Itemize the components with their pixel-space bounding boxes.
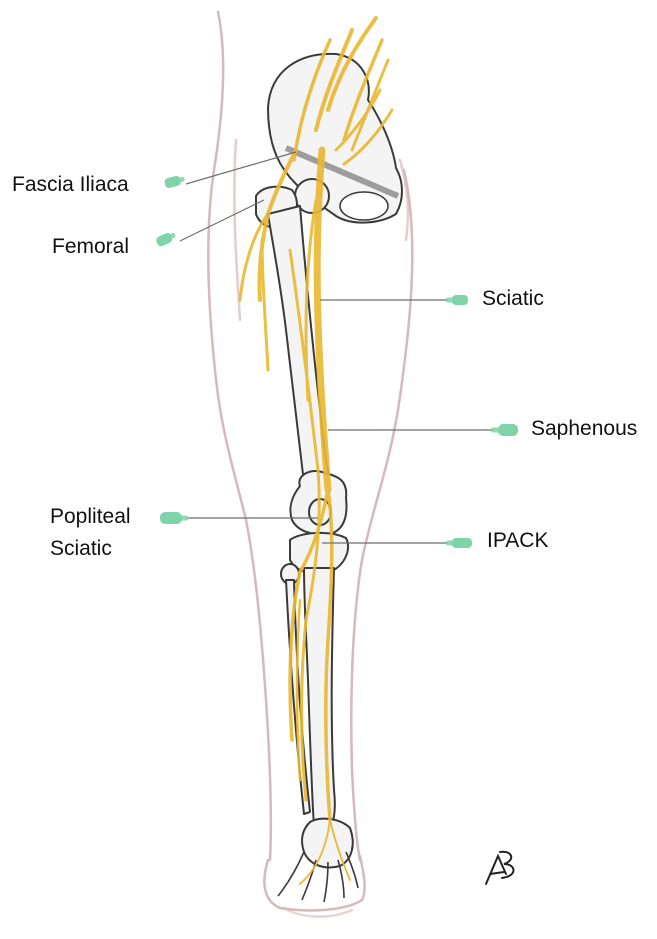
needle-icon [155, 230, 177, 248]
artist-signature [486, 852, 514, 884]
label-popliteal-sciatic-line2: Sciatic [50, 536, 112, 562]
label-popliteal-sciatic-line1: Popliteal [50, 504, 131, 530]
needle-icon [446, 538, 472, 548]
obturator-foramen [340, 192, 388, 220]
needle-icon [164, 174, 186, 189]
label-ipack: IPACK [487, 528, 548, 554]
needle-icon [491, 424, 518, 436]
label-fascia-iliaca: Fascia Iliaca [12, 172, 129, 198]
leader-fascia-iliaca [186, 152, 296, 184]
label-sciatic: Sciatic [482, 286, 544, 312]
leader-femoral [180, 200, 264, 241]
tarsals [302, 819, 353, 868]
label-saphenous: Saphenous [531, 416, 637, 442]
skin-outline-right [351, 170, 412, 860]
needle-icon [446, 295, 468, 305]
needle-icon [160, 512, 188, 524]
skin-outline-left [208, 12, 270, 860]
label-femoral: Femoral [52, 234, 129, 260]
